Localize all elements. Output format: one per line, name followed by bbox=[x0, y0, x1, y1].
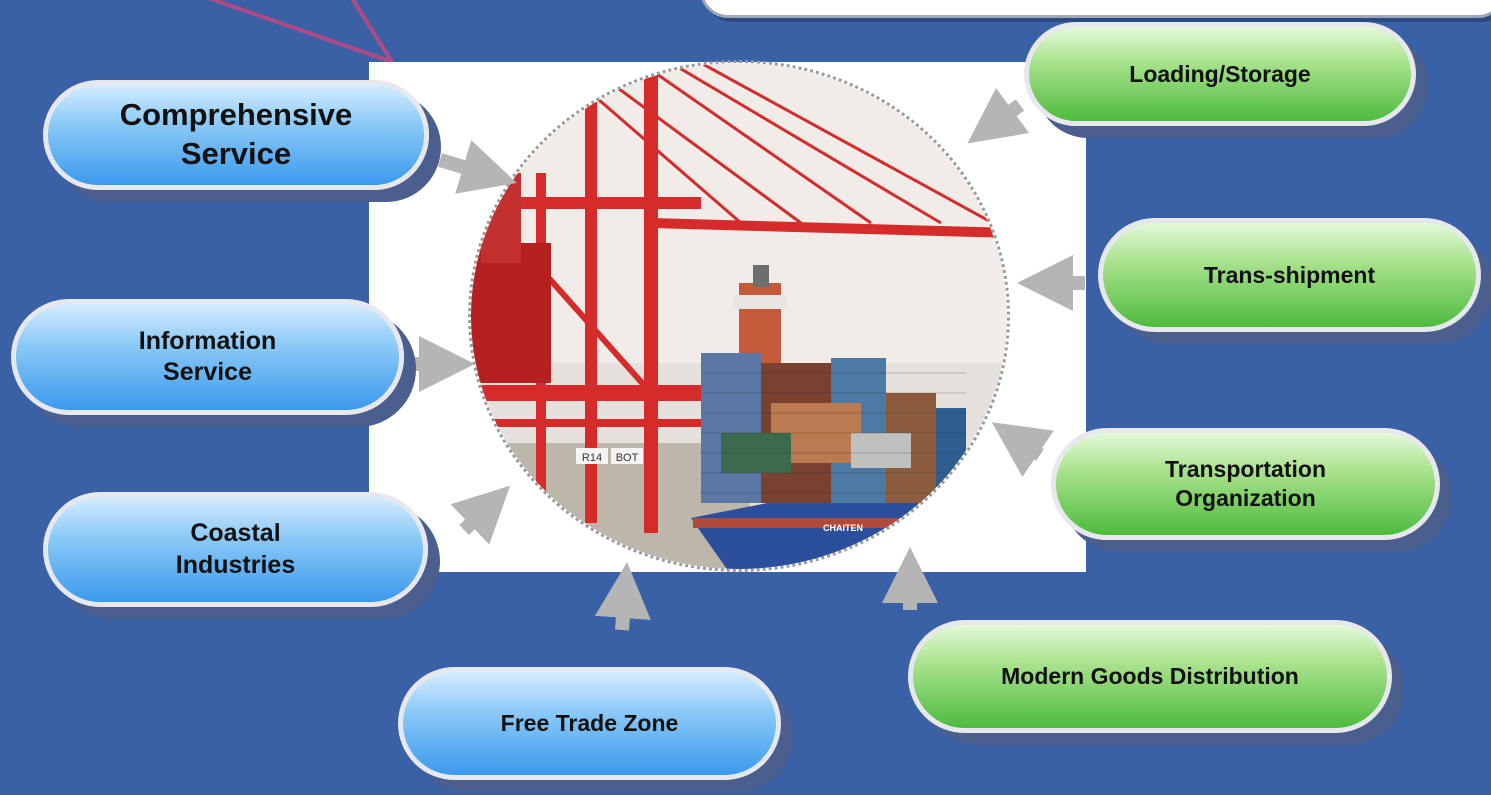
node-transportation-organization: Transportation Organization bbox=[1051, 428, 1440, 540]
node-label: Trans-shipment bbox=[1203, 261, 1376, 288]
arrow-loading bbox=[967, 87, 1030, 144]
node-label: Free Trade Zone bbox=[500, 710, 679, 737]
crane-code-2: BOT bbox=[616, 452, 639, 464]
crane-code-1: R14 bbox=[582, 452, 602, 464]
node-modern-goods-distribution: Modern Goods Distribution bbox=[908, 620, 1392, 733]
node-trans-shipment: Trans-shipment bbox=[1098, 218, 1481, 332]
node-label: Information Service bbox=[138, 326, 277, 386]
vessel-name: CHAITEN bbox=[823, 523, 863, 533]
node-label: Coastal Industries bbox=[175, 519, 296, 579]
node-label: Transportation Organization bbox=[1164, 456, 1326, 511]
arrow-transportation bbox=[991, 422, 1054, 477]
node-label: Modern Goods Distribution bbox=[1001, 663, 1299, 690]
node-free-trade-zone: Free Trade Zone bbox=[398, 667, 781, 780]
node-label: Loading/Storage bbox=[1129, 60, 1311, 87]
arrow-comprehensive bbox=[437, 140, 517, 194]
arrow-free-trade bbox=[594, 562, 651, 631]
node-label: Comprehensive Service bbox=[119, 97, 353, 171]
node-loading-storage: Loading/Storage bbox=[1024, 22, 1416, 126]
node-information-service: Information Service bbox=[11, 299, 404, 415]
node-coastal-industries: Coastal Industries bbox=[43, 492, 428, 607]
node-comprehensive-service: Comprehensive Service bbox=[43, 80, 429, 190]
arrow-coastal bbox=[450, 485, 511, 545]
